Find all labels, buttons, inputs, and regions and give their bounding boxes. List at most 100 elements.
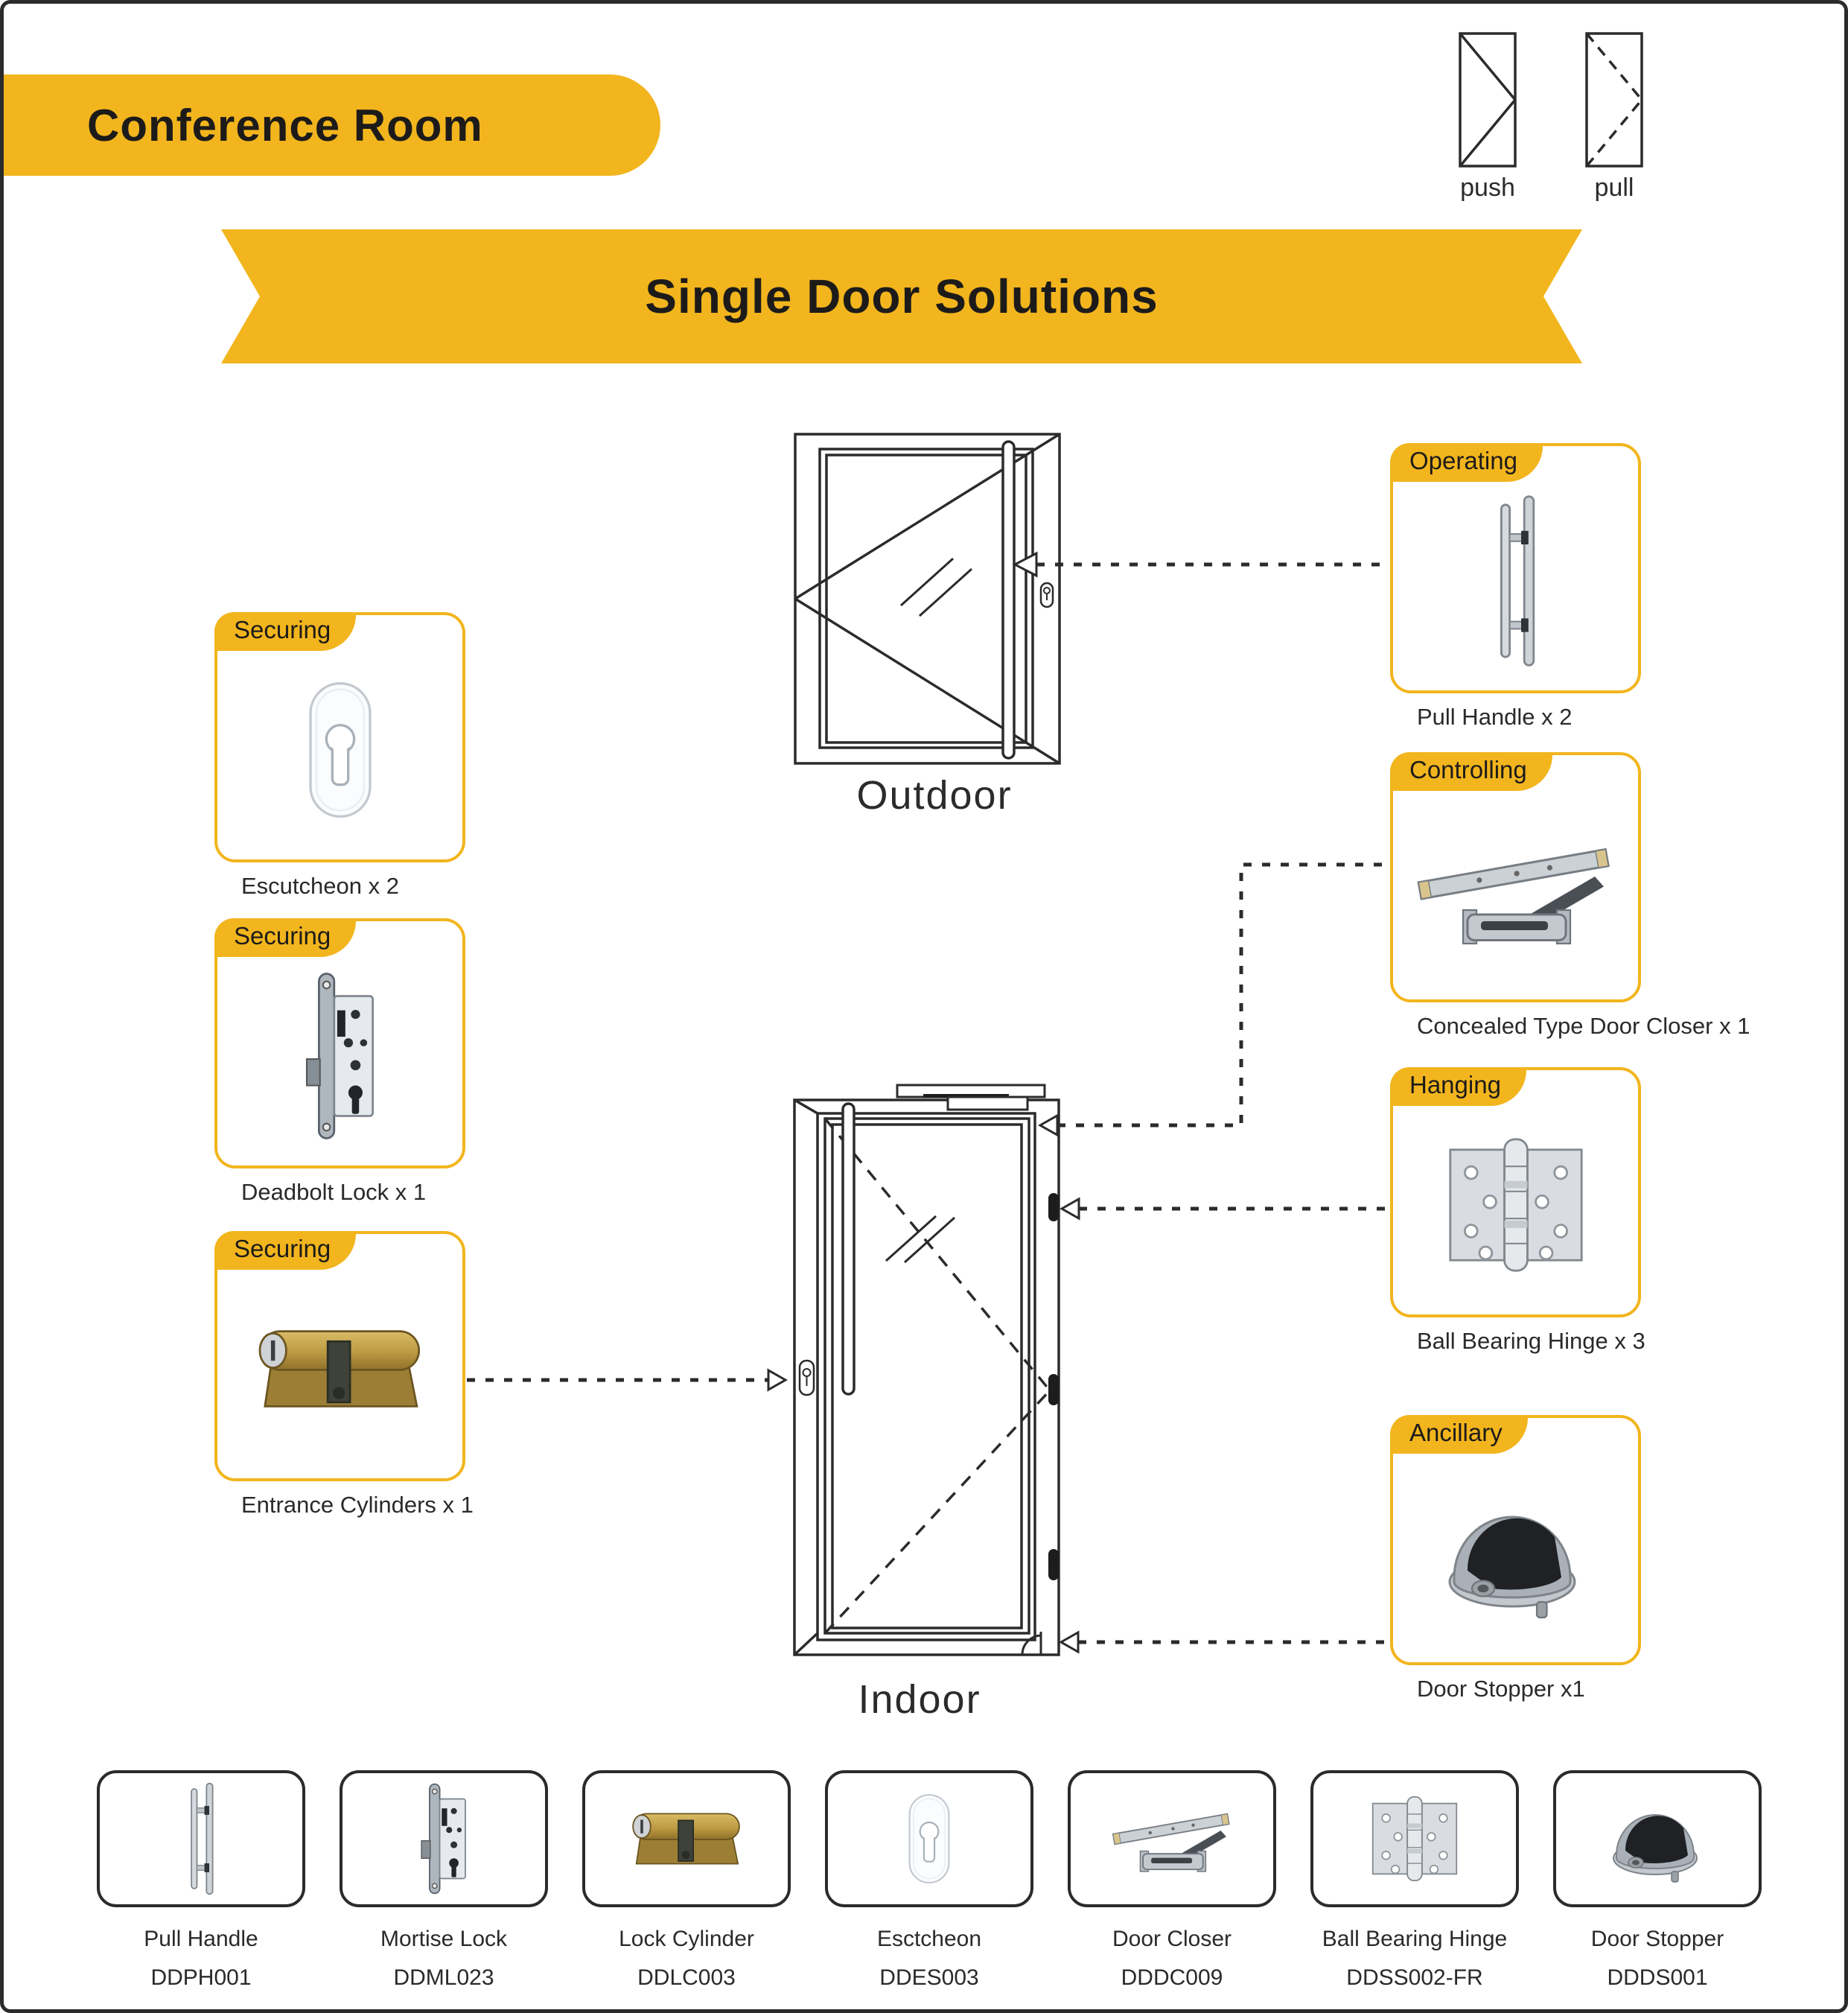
- catalog-item-name: Ball Bearing Hinge: [1322, 1927, 1508, 1951]
- catalog-item-pull-handle: Pull Handle DDPH001: [97, 1770, 305, 1991]
- card-door-closer: Controlling Concealed Type Door Closer x…: [1390, 752, 1750, 1040]
- category-tab-label: Operating: [1409, 447, 1517, 474]
- category-tab: Securing: [214, 612, 357, 651]
- pull-label: pull: [1594, 174, 1634, 202]
- catalog-item-code: DDSS002-FR: [1346, 1965, 1483, 1990]
- section-title: Single Door Solutions: [645, 270, 1159, 323]
- catalog-item-name: Door Closer: [1112, 1927, 1232, 1951]
- card-entrance-cylinders: Securing Entrance Cylinders x 1: [214, 1231, 474, 1519]
- section-banner: Single Door Solutions: [221, 229, 1582, 363]
- card-caption: Door Stopper x1: [1417, 1676, 1585, 1702]
- card-caption: Deadbolt Lock x 1: [241, 1179, 427, 1205]
- card-box: Securing: [214, 612, 465, 862]
- category-tab: Operating: [1390, 443, 1543, 482]
- card-deadbolt-lock: Securing Deadbolt Lock x 1: [214, 918, 465, 1206]
- catalog-item-box: [1068, 1770, 1276, 1907]
- catalog-item-door-closer: Door Closer DDDC009: [1068, 1770, 1276, 1991]
- card-caption: Ball Bearing Hinge x 3: [1417, 1328, 1645, 1354]
- catalog-item-code: DDDC009: [1121, 1965, 1223, 1990]
- page-title-bar: Conference Room: [4, 74, 660, 176]
- outdoor-label: Outdoor: [856, 773, 1013, 818]
- catalog-item-name: Lock Cylinder: [619, 1927, 754, 1951]
- door-closer-icon: [1417, 848, 1610, 945]
- door-hinge-top: [1048, 1193, 1059, 1221]
- lock-cylinder-icon: [249, 1313, 431, 1425]
- escutcheon-icon: [908, 1793, 950, 1884]
- catalog-item-name: Door Stopper: [1590, 1927, 1724, 1951]
- push-label: push: [1460, 174, 1515, 202]
- card-box: Ancillary: [1390, 1415, 1641, 1665]
- legend-pull: pull: [1577, 32, 1651, 203]
- catalog-item-door-stopper: Door Stopper DDDS001: [1553, 1770, 1762, 1991]
- catalog-item-name: Mortise Lock: [380, 1927, 508, 1951]
- escutcheon-icon: [308, 682, 372, 818]
- catalog-item-lock-cylinder: Lock Cylinder DDLC003: [582, 1770, 791, 1991]
- callout-arrow-cylinder: [767, 1368, 788, 1392]
- category-tab: Securing: [214, 1231, 357, 1270]
- page-title: Conference Room: [87, 100, 483, 150]
- door-pull-handle: [841, 1102, 856, 1396]
- catalog-item-box: [1553, 1770, 1762, 1907]
- category-tab-label: Securing: [234, 1235, 331, 1262]
- catalog-item-code: DDLC003: [637, 1965, 736, 1990]
- lock-cylinder-icon: [631, 1812, 741, 1866]
- catalog-item-code: DDPH001: [150, 1965, 252, 1990]
- callout-arrow-hinge: [1059, 1197, 1080, 1221]
- catalog-item-box: [1310, 1770, 1519, 1907]
- category-tab: Securing: [214, 918, 357, 957]
- category-tab: Ancillary: [1390, 1415, 1528, 1454]
- card-escutcheon: Securing Escutcheon x 2: [214, 612, 465, 900]
- card-caption: Pull Handle x 2: [1417, 704, 1573, 730]
- card-box: Controlling: [1390, 752, 1641, 1002]
- card-door-stopper: Ancillary Door Stopper x1: [1390, 1415, 1641, 1702]
- card-box: Securing: [214, 918, 465, 1168]
- ball-bearing-hinge-icon: [1371, 1796, 1458, 1882]
- catalog-item-escutcheon: Esctcheon DDES003: [825, 1770, 1033, 1991]
- card-ball-bearing-hinge: Hanging Ball Bearing Hinge x 3: [1390, 1067, 1645, 1355]
- card-box: Operating: [1390, 443, 1641, 693]
- door-closer-icon: [1112, 1813, 1230, 1872]
- category-tab-label: Ancillary: [1409, 1419, 1503, 1446]
- indoor-door-drawing: [767, 1084, 1080, 1656]
- catalog-item-box: [340, 1770, 548, 1907]
- door-pull-handle: [1001, 440, 1016, 760]
- door-hinge-bottom: [1048, 1549, 1059, 1580]
- ribbon-shape: [221, 229, 1582, 363]
- card-box: Securing: [214, 1231, 465, 1481]
- catalog-item-mortise-lock: Mortise Lock DDML023: [340, 1770, 548, 1991]
- catalog-item-code: DDDS001: [1607, 1965, 1708, 1990]
- door-stopper-icon: [1448, 1516, 1576, 1619]
- card-caption: Entrance Cylinders x 1: [241, 1492, 474, 1518]
- push-door-icon: [1459, 32, 1517, 168]
- catalog-item-code: DDES003: [879, 1965, 979, 1990]
- catalog-item-box: [97, 1770, 305, 1907]
- callout-arrow-pull-handle: [1012, 551, 1038, 578]
- card-box: Hanging: [1390, 1067, 1641, 1317]
- mortise-lock-icon: [421, 1783, 466, 1895]
- category-tab-label: Securing: [234, 922, 331, 950]
- catalog-item-name: Pull Handle: [144, 1927, 258, 1951]
- indoor-label: Indoor: [858, 1677, 981, 1722]
- category-tab: Hanging: [1390, 1067, 1526, 1106]
- callout-arrow-door-stopper: [1058, 1630, 1080, 1654]
- door-stopper-icon: [1613, 1814, 1698, 1883]
- card-pull-handle: Operating Pull Handle x 2: [1390, 443, 1641, 731]
- legend-push: push: [1450, 32, 1525, 203]
- callout-arrow-door-closer: [1037, 1113, 1059, 1137]
- card-caption: Concealed Type Door Closer x 1: [1417, 1013, 1750, 1039]
- door-stopper-symbol: [1013, 1632, 1055, 1656]
- category-tab-label: Securing: [234, 616, 331, 643]
- card-caption: Escutcheon x 2: [241, 873, 399, 899]
- category-tab-label: Controlling: [1409, 756, 1527, 783]
- catalog-item-box: [582, 1770, 791, 1907]
- pull-handle-icon: [1500, 495, 1535, 667]
- catalog-row: Pull Handle DDPH001 Mortise Lock DDML023…: [97, 1770, 1762, 1991]
- catalog-item-ball-bearing-hinge: Ball Bearing Hinge DDSS002-FR: [1310, 1770, 1519, 1991]
- catalog-item-code: DDML023: [393, 1965, 494, 1990]
- category-tab: Controlling: [1390, 752, 1552, 791]
- catalog-item-box: [825, 1770, 1033, 1907]
- pull-handle-icon: [191, 1782, 214, 1895]
- outdoor-door-drawing: [794, 433, 1061, 765]
- connector-lines: [467, 562, 1390, 1644]
